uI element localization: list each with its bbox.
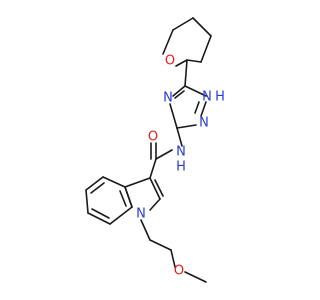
bond-chain-4 bbox=[184, 271, 207, 283]
atom-labels: O N N H N O N H N O bbox=[136, 54, 225, 279]
bond-tri-5 bbox=[200, 101, 207, 117]
bond-ind5-2 bbox=[149, 198, 161, 211]
bond-bz-6 bbox=[124, 186, 133, 208]
bond-thf-2 bbox=[192, 17, 212, 37]
bond-bz-2 bbox=[85, 176, 104, 191]
bond-bz-2b bbox=[90, 182, 105, 194]
atom-n-amide: N bbox=[176, 145, 186, 160]
atom-n-triazole-1: N bbox=[163, 91, 173, 106]
bond-ind5-1b bbox=[154, 179, 164, 197]
atom-o-methoxy: O bbox=[174, 264, 184, 279]
bond-thf-4 bbox=[186, 59, 202, 63]
bond-chain-1 bbox=[140, 219, 151, 241]
bond-tri-5b bbox=[194, 101, 200, 114]
atom-n-indole: N bbox=[136, 207, 146, 222]
bonds bbox=[85, 17, 212, 283]
atom-n-triazole-3: N bbox=[199, 116, 209, 131]
atom-o-carbonyl: O bbox=[148, 130, 158, 145]
bond-tri-1 bbox=[172, 85, 186, 97]
bond-ind5-1 bbox=[149, 177, 161, 200]
bond-bz-4b bbox=[91, 208, 110, 219]
bond-nh-c bbox=[155, 149, 173, 160]
bond-chain-2 bbox=[149, 239, 172, 251]
bond-tri-2 bbox=[184, 85, 207, 97]
atom-nh-triazole-n: N bbox=[202, 90, 212, 105]
atom-nh-triazole-h: H bbox=[215, 90, 225, 105]
bond-bz-1 bbox=[102, 176, 126, 188]
bond-thf-6 bbox=[175, 59, 188, 67]
bond-bz-3 bbox=[85, 189, 89, 214]
bond-thf-3 bbox=[200, 35, 212, 63]
bond-thf-1 bbox=[172, 17, 194, 31]
bond-ind5-4 bbox=[124, 177, 151, 188]
atom-h-amide: H bbox=[176, 160, 186, 175]
bond-chain-3 bbox=[170, 249, 176, 268]
bond-c-indole bbox=[149, 158, 157, 179]
bond-bz-5 bbox=[109, 206, 133, 225]
bond-thf-5 bbox=[162, 29, 174, 55]
bond-tri-4 bbox=[176, 124, 197, 129]
bond-tri-nh bbox=[176, 127, 183, 147]
atom-o-thf: O bbox=[165, 54, 175, 69]
bond-bz-6b bbox=[119, 190, 127, 207]
bond-thf-triazole bbox=[184, 59, 188, 87]
bond-tri-1b bbox=[174, 90, 185, 99]
bond-tri-3 bbox=[169, 103, 178, 129]
molecule-structure: O N N H N O N H N O bbox=[85, 17, 225, 283]
bond-bz-4 bbox=[87, 212, 111, 225]
